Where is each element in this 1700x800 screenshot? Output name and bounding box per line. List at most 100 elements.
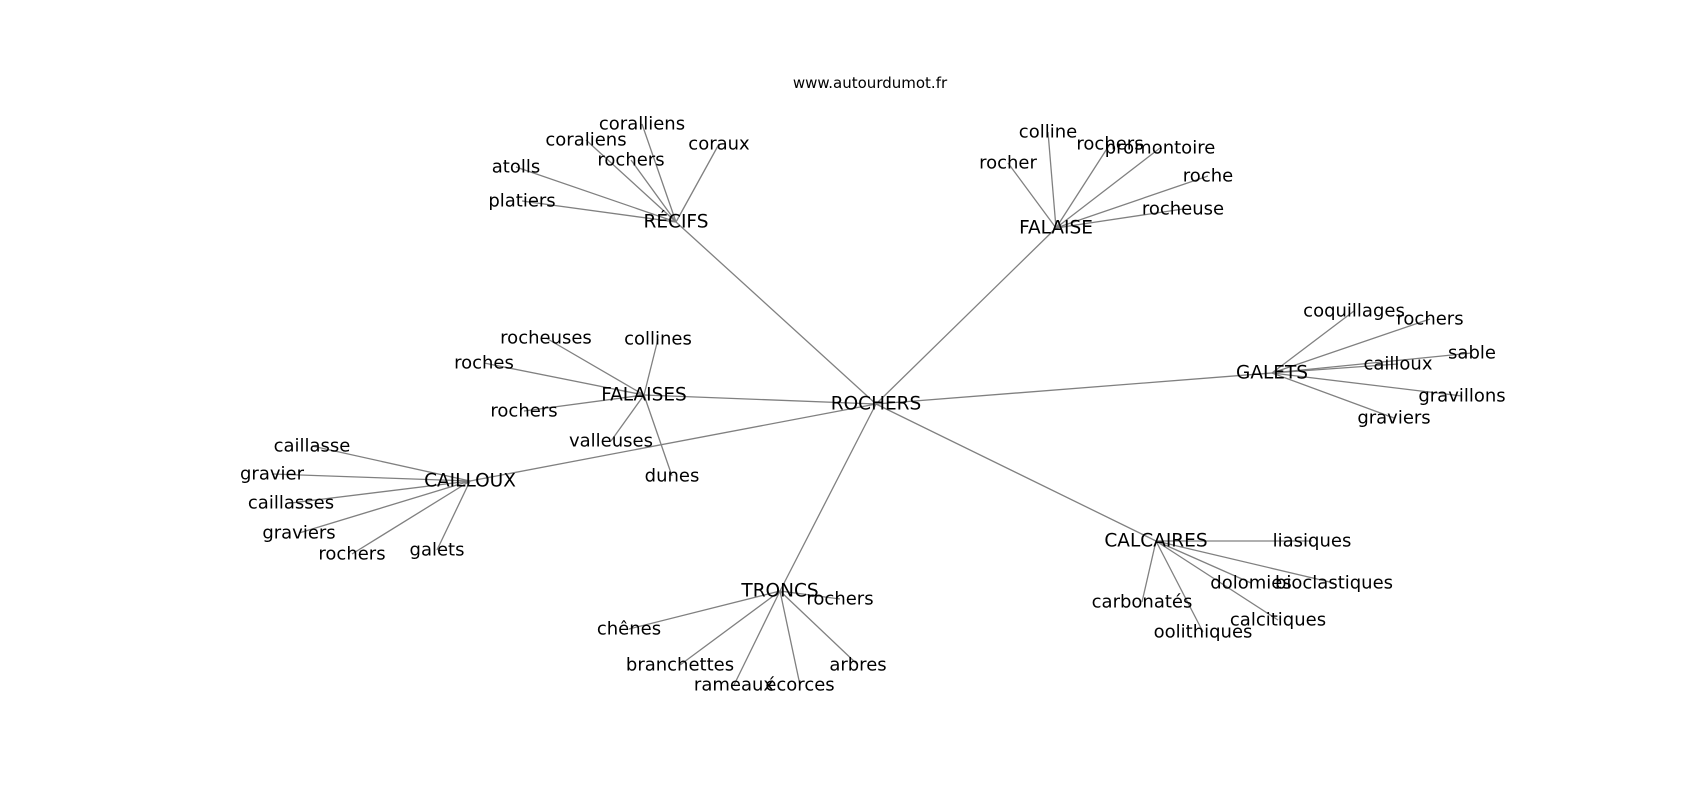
leaf-node-label: rochers [1396,309,1463,330]
graph-edge [298,480,471,534]
leaf-node-label: rameaux [694,675,774,696]
leaf-node-label: rochers [806,589,873,610]
leaf-node-label: calcitiques [1230,610,1326,631]
graph-edge [1155,540,1252,584]
graph-edge [1271,363,1399,374]
graph-edge [1141,540,1157,603]
graph-edge [469,403,877,482]
leaf-node-label: platiers [488,191,555,212]
leaf-node-label: valleuses [569,431,653,452]
leaf-node-label: cailloux [1363,354,1432,375]
leaf-node-label: coquillages [1303,301,1405,322]
leaf-node-label: coraliens [545,130,626,151]
leaf-node-label: promontoire [1105,138,1216,159]
leaf-node-label: rocheuses [500,328,592,349]
graph-edge [545,337,645,396]
graph-edge [643,338,659,396]
graph-edge [679,590,781,666]
leaf-node-label: dolomies [1210,573,1291,594]
graph-edge [436,480,471,551]
graph-edge [1055,208,1184,229]
leaf-node-label: galets [410,540,465,561]
leaf-node-label: carbonatés [1092,592,1193,613]
graph-edge [1271,352,1473,374]
graph-edge [630,159,677,223]
leaf-node-label: caillasse [274,436,351,457]
graph-edge [1055,147,1161,229]
cluster-node-label: CAILLOUX [424,471,516,492]
leaf-node-label: chênes [597,619,661,640]
graph-edge [779,590,841,600]
graph-edge [1155,540,1335,584]
leaf-node-label: rochers [1076,134,1143,155]
leaf-node-label: liasiques [1273,531,1352,552]
graph-edge [521,200,677,223]
graph-edge [483,362,645,396]
graph-edge [875,403,1157,542]
graph-edges [271,123,1473,686]
graph-edge [1047,131,1057,229]
leaf-node-label: gravillons [1418,386,1505,407]
graph-edge [290,480,471,504]
source-label: www.autourdumot.fr [793,74,948,92]
graph-edge [779,590,859,666]
graph-edge [641,123,677,223]
leaf-node-label: rochers [597,150,664,171]
graph-edge [628,590,781,630]
leaf-node-label: oolithiques [1154,622,1253,643]
leaf-node-label: caillasses [248,493,334,514]
graph-edge [875,372,1273,405]
graph-edge [779,403,877,592]
graph-edge [1155,540,1204,633]
graph-edge [643,394,877,405]
graph-edge [1055,175,1209,229]
leaf-node-label: coralliens [599,114,685,135]
graph-edge [585,139,677,223]
graph-edge [1271,318,1431,374]
leaf-node-label: collines [624,329,692,350]
leaf-node-label: rochers [490,401,557,422]
leaf-node-label: gravier [240,464,305,485]
graph-edge [610,394,645,442]
graph-edge [1055,143,1111,229]
graph-edge [1271,310,1355,374]
leaf-node-label: coraux [688,134,750,155]
graph-edge [1271,372,1395,419]
graph-edge [675,143,720,223]
graph-edge [733,590,781,686]
graph-edge [311,445,471,482]
leaf-node-label: arbres [829,655,886,676]
leaf-node-label: dunes [645,466,700,487]
graph-edge [1155,540,1279,621]
cluster-node-label: RÉCIFS [644,211,709,233]
leaf-node-label: atolls [492,157,540,178]
cluster-node-label: GALETS [1236,363,1308,384]
graph-edge [875,227,1057,405]
leaf-node-label: rochers [318,544,385,565]
leaf-node-label: rocher [979,153,1037,174]
graph-edge [675,221,877,405]
graph-edge [1271,372,1463,397]
graph-edge [523,394,645,412]
leaf-node-label: sable [1448,343,1496,364]
center-node-label: ROCHERS [831,394,922,415]
cluster-node-label: TRONCS [740,581,818,602]
cluster-node-label: FALAISES [601,385,687,406]
graph-edge [779,590,801,686]
leaf-node-label: écorces [765,675,834,696]
graph-edge [351,480,471,555]
graph-edge [1007,162,1057,229]
leaf-node-label: bioclastiques [1275,573,1393,594]
leaf-node-label: graviers [1357,408,1430,429]
graph-edge [515,166,677,223]
leaf-node-label: colline [1019,122,1077,143]
cluster-node-label: FALAISE [1019,218,1093,239]
graph-edge [643,394,673,477]
leaf-node-label: graviers [262,523,335,544]
leaf-node-label: branchettes [626,655,734,676]
leaf-node-label: roche [1183,166,1233,187]
leaf-node-label: roches [454,353,514,374]
cluster-node-label: CALCAIRES [1104,531,1207,552]
